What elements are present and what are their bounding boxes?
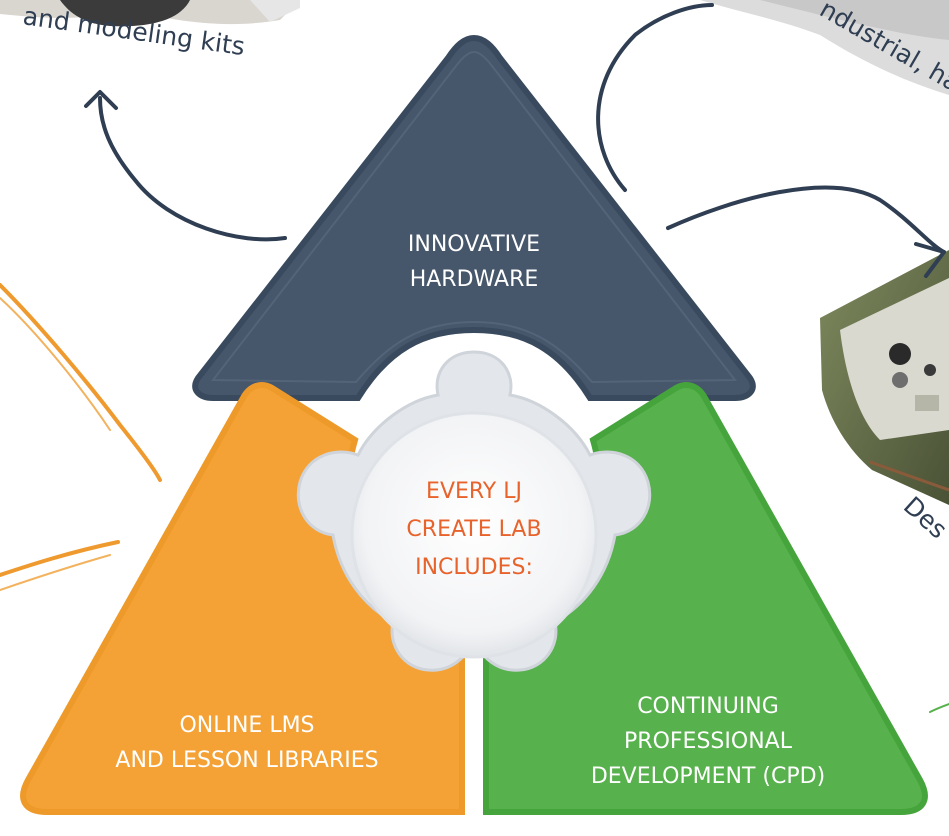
arrowhead-icon: [84, 90, 118, 110]
arrowhead-icon: [914, 242, 946, 278]
center-line-3: INCLUDES:: [415, 555, 533, 580]
cpd-label-1: CONTINUING: [637, 694, 779, 719]
lms-label-2: AND LESSON LIBRARIES: [115, 748, 378, 773]
decorative-strokes: [0, 283, 949, 713]
center-line-2: CREATE LAB: [406, 517, 541, 542]
kit-photo: [0, 0, 300, 27]
equipment-photo: [700, 0, 949, 95]
hardware-label-1: INNOVATIVE: [408, 232, 540, 257]
orange-stroke: [0, 540, 120, 577]
curved-arrow-icon: [98, 96, 287, 242]
orange-stroke: [0, 297, 111, 431]
orange-stroke: [0, 283, 162, 482]
curved-arrow-icon: [666, 185, 946, 254]
orange-stroke: [0, 554, 111, 591]
lms-label-1: ONLINE LMS: [179, 713, 314, 738]
green-stroke: [929, 703, 949, 713]
arrows: [84, 3, 946, 278]
segment-hardware: [192, 34, 756, 401]
cpd-label-3: DEVELOPMENT (CPD): [591, 764, 825, 789]
curved-arrow-icon: [596, 3, 714, 192]
device-photo: [820, 250, 949, 505]
center-hub: [296, 350, 652, 672]
center-line-1: EVERY LJ: [426, 479, 522, 504]
hardware-label-2: HARDWARE: [410, 267, 539, 292]
cpd-label-2: PROFESSIONAL: [624, 729, 793, 754]
